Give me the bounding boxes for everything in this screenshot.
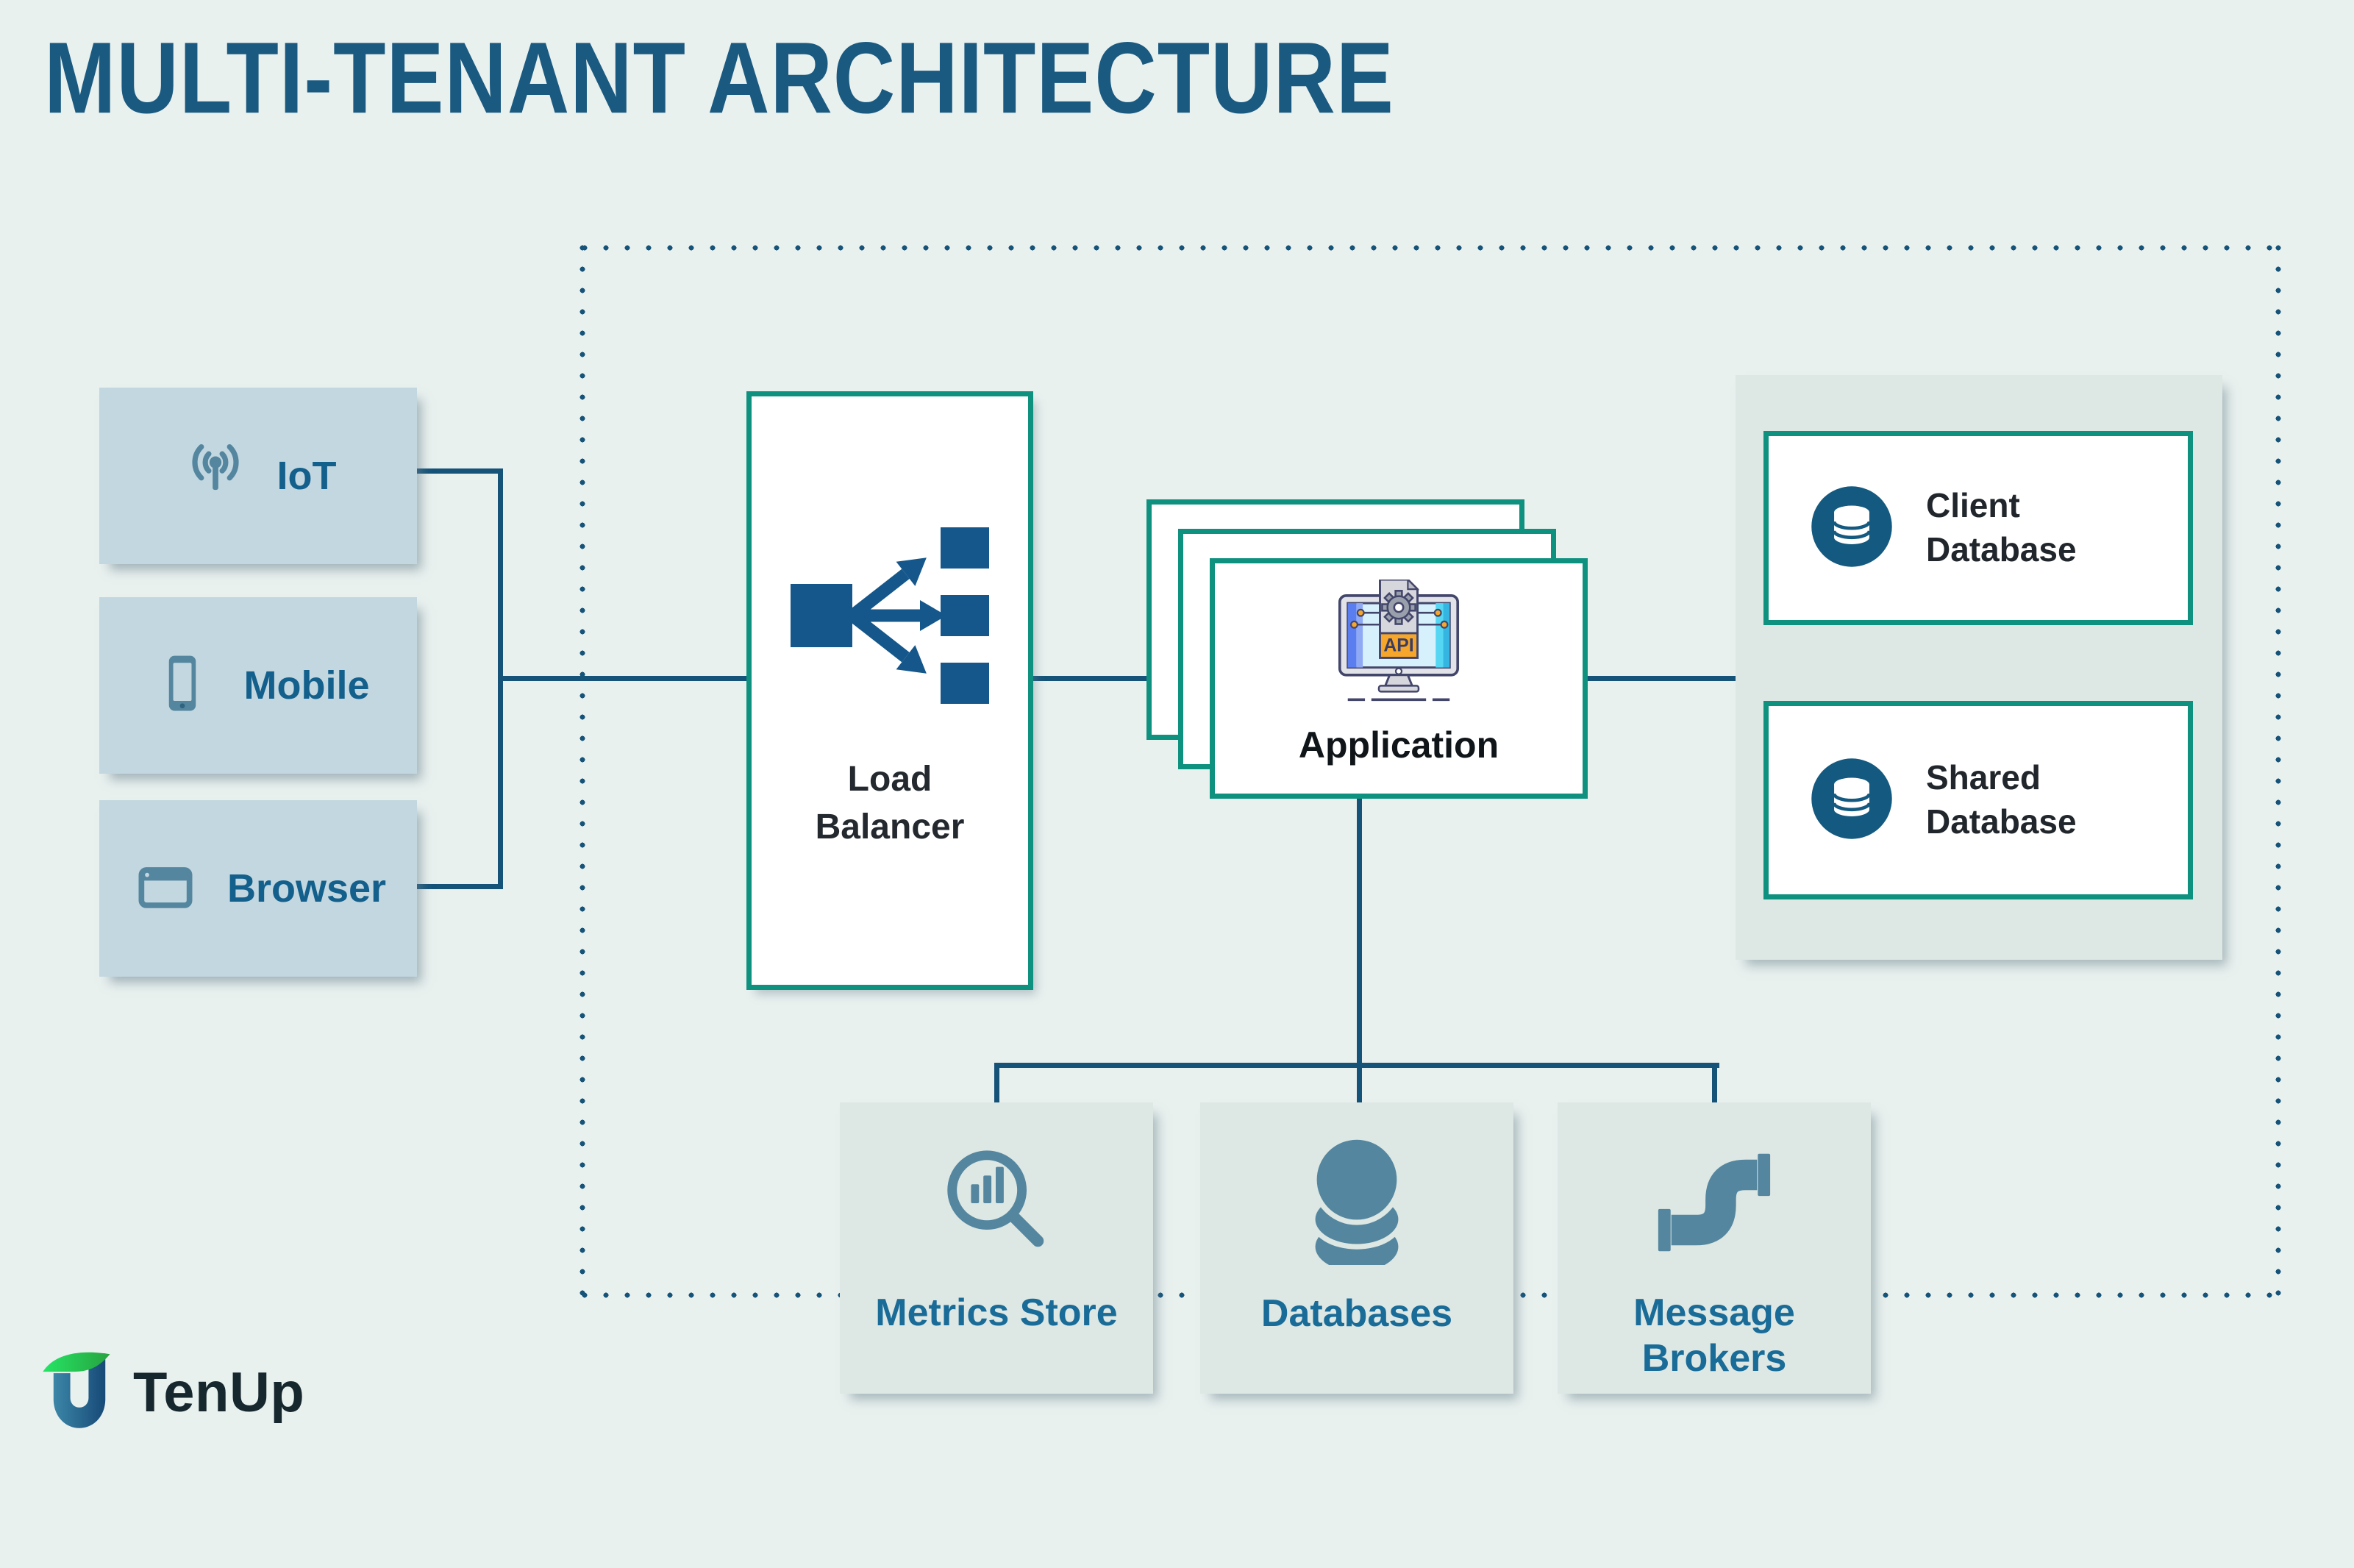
load-balancer-icon bbox=[791, 527, 989, 708]
connector-main bbox=[500, 676, 1736, 681]
node-load-balancer: Load Balancer bbox=[746, 391, 1033, 990]
iot-antenna-icon bbox=[180, 439, 251, 513]
node-metrics-store: Metrics Store bbox=[840, 1102, 1153, 1394]
logo-text: TenUp bbox=[133, 1361, 305, 1424]
bottom-node-label: Databases bbox=[1260, 1292, 1453, 1335]
bottom-node-label: Message Brokers bbox=[1633, 1291, 1795, 1380]
node-application: API Application bbox=[1210, 558, 1588, 799]
load-balancer-label: Load Balancer bbox=[815, 760, 965, 847]
database-label: Shared Database bbox=[1926, 758, 2077, 841]
dotted-border-left bbox=[579, 245, 585, 1298]
api-badge: API bbox=[1383, 636, 1413, 656]
client-label: Browser bbox=[227, 866, 387, 910]
database-label: Client Database bbox=[1926, 486, 2077, 569]
pipeline-icon bbox=[1652, 1141, 1776, 1268]
node-client-database: Client Database bbox=[1763, 431, 2193, 625]
metrics-magnifier-icon bbox=[935, 1141, 1058, 1268]
mobile-phone-icon bbox=[147, 649, 218, 723]
logo: TenUp bbox=[40, 1349, 304, 1436]
connector-iot bbox=[412, 468, 503, 474]
database-stack-icon bbox=[1292, 1134, 1422, 1277]
node-browser: Browser bbox=[99, 800, 417, 977]
page-title: MULTI-TENANT ARCHITECTURE bbox=[44, 21, 1394, 135]
connector-distributor bbox=[994, 1063, 1719, 1068]
tenup-logo-mark bbox=[40, 1349, 118, 1436]
browser-window-icon bbox=[130, 852, 201, 926]
dotted-border-right bbox=[2275, 245, 2281, 1298]
node-shared-database: Shared Database bbox=[1763, 701, 2193, 899]
node-mobile: Mobile bbox=[99, 597, 417, 774]
database-cylinder-icon bbox=[1810, 485, 1894, 572]
node-iot: IoT bbox=[99, 388, 417, 564]
api-monitor-icon: API bbox=[1337, 577, 1460, 712]
node-databases: Databases bbox=[1200, 1102, 1513, 1394]
database-panel: Client Database Shared Database bbox=[1736, 375, 2222, 960]
database-cylinder-icon bbox=[1810, 757, 1894, 844]
client-label: IoT bbox=[277, 454, 337, 498]
connector-stub-metrics bbox=[994, 1063, 999, 1114]
client-label: Mobile bbox=[243, 663, 370, 708]
dotted-border-top bbox=[582, 245, 2278, 251]
connector-browser bbox=[412, 884, 503, 889]
application-label: Application bbox=[1298, 724, 1499, 766]
bottom-node-label: Metrics Store bbox=[875, 1291, 1118, 1334]
connector-stub-brokers bbox=[1712, 1063, 1717, 1114]
node-message-brokers: Message Brokers bbox=[1558, 1102, 1871, 1394]
connector-app-drop bbox=[1357, 739, 1362, 1118]
